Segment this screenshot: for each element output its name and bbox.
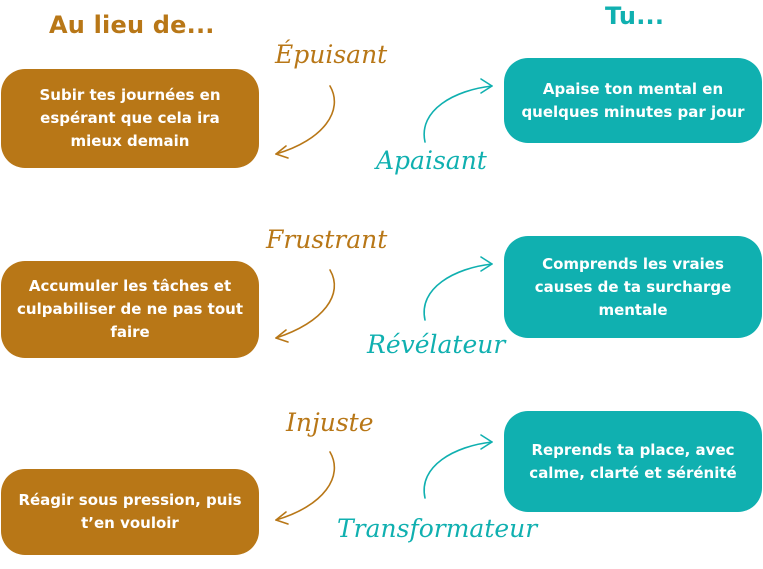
instead-word-2: Frustrant: [266, 225, 388, 254]
you-box-2: Comprends les vraies causes de ta surcha…: [504, 236, 762, 338]
curved-arrow-up-right-icon: [423, 434, 493, 499]
you-word-3: Transformateur: [337, 514, 538, 543]
instead-box-3: Réagir sous pression, puis t’en vouloir: [1, 469, 259, 555]
you-box-3: Reprends ta place, avec calme, clarté et…: [504, 411, 762, 512]
curved-arrow-up-right-icon: [423, 256, 493, 321]
instead-box-2: Accumuler les tâches et culpabiliser de …: [1, 261, 259, 358]
heading-instead: Au lieu de...: [49, 11, 215, 39]
curved-arrow-down-left-icon: [275, 269, 336, 343]
curved-arrow-down-left-icon: [275, 85, 336, 159]
curved-arrow-up-right-icon: [423, 78, 493, 143]
you-word-2: Révélateur: [367, 330, 506, 359]
instead-word-3: Injuste: [286, 408, 374, 437]
heading-you: Tu...: [605, 2, 665, 30]
you-word-1: Apaisant: [376, 146, 487, 175]
instead-word-1: Épuisant: [275, 40, 388, 69]
you-box-1: Apaise ton mental en quelques minutes pa…: [504, 58, 762, 143]
instead-box-1: Subir tes journées en espérant que cela …: [1, 69, 259, 168]
curved-arrow-down-left-icon: [275, 451, 336, 525]
